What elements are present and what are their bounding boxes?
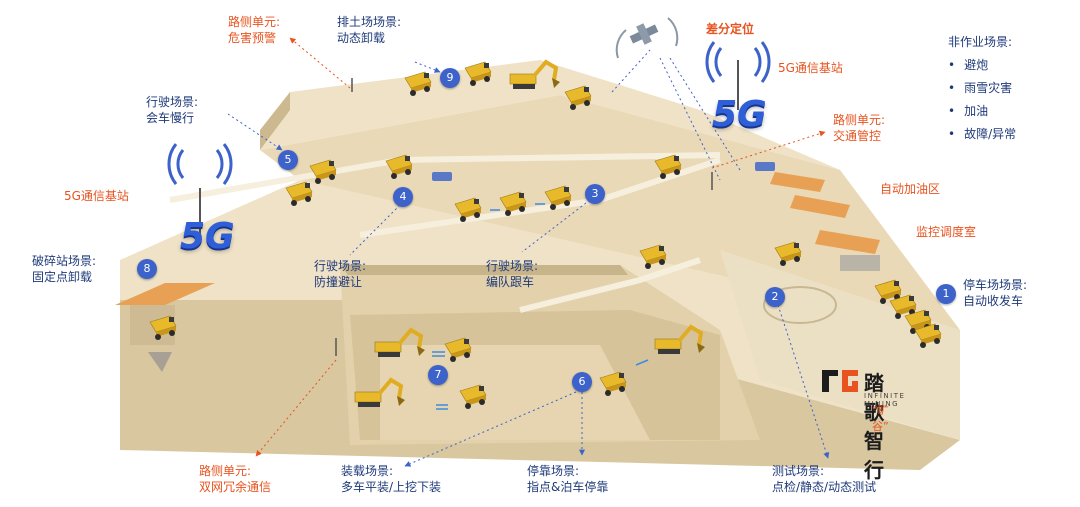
label-refuel-zone: 自动加油区 [880, 182, 941, 196]
scene-badge-1: 1 [936, 284, 956, 304]
vehicles [149, 60, 942, 410]
leader-lines-blue [227, 49, 947, 467]
label-roadside-hazard: 路侧单元:危害预警 [228, 15, 281, 45]
label-load-scene: 装载场景:多车平装/上挖下装 [341, 464, 442, 494]
label-park-scene: 停车场场景:自动收发车 [963, 278, 1028, 308]
label-diff-positioning: 差分定位 [706, 22, 755, 36]
legend-title: 非作业场景: [948, 35, 1013, 49]
label-meet-scene: 行驶场景:会车慢行 [146, 95, 199, 125]
legend-item: 加油 [948, 100, 1016, 123]
label-station-left: 5G通信基站 [64, 189, 129, 203]
signal-towers [167, 17, 771, 356]
scene-badge-3: 3 [585, 184, 605, 204]
label-roadside-traffic: 路侧单元:交通管控 [833, 113, 886, 143]
label-crush-scene: 破碎站场景:固定点卸载 [32, 254, 97, 284]
scene-badge-2: 2 [765, 287, 785, 307]
scene-badge-5: 5 [278, 150, 298, 170]
label-station-top: 5G通信基站 [778, 61, 843, 75]
label-roadside-redundant: 路侧单元:双网冗余通信 [199, 464, 272, 494]
label-platoon-scene: 行驶场景:编队跟车 [486, 259, 539, 289]
scene-badge-7: 7 [428, 365, 448, 385]
label-dump-scene: 排土场场景:动态卸载 [337, 15, 402, 45]
label-control-room: 监控调度室 [916, 225, 977, 239]
interaction-arrows [432, 203, 649, 410]
scene-badge-4: 4 [393, 187, 413, 207]
brand-mark-icon [822, 370, 858, 392]
scene-badge-9: 9 [440, 68, 460, 88]
brand-subtitle: INFINITE MINING [864, 392, 906, 408]
legend-item: 故障/异常 [948, 123, 1016, 146]
legend-item: 雨雪灾害 [948, 77, 1016, 100]
non-working-legend: 非作业场景: 避炮 雨雪灾害 加油 故障/异常 [948, 31, 1016, 146]
brand-tagline: “旷谷” [872, 404, 889, 433]
brand-name: 踏歌智行 [864, 371, 884, 482]
label-test-scene: 测试场景:点检/静态/动态测试 [772, 464, 877, 494]
fiveg-mark-left: 5G [180, 216, 235, 257]
leader-lines-orange [255, 37, 826, 457]
legend-item: 避炮 [948, 54, 1016, 77]
label-avoid-scene: 行驶场景:防撞避让 [314, 259, 367, 289]
label-dock-scene: 停靠场景:指点&泊车停靠 [527, 464, 609, 494]
fiveg-mark-top: 5G [712, 94, 767, 135]
scene-badge-6: 6 [572, 372, 592, 392]
terrain [115, 60, 960, 470]
scene-badge-8: 8 [137, 259, 157, 279]
